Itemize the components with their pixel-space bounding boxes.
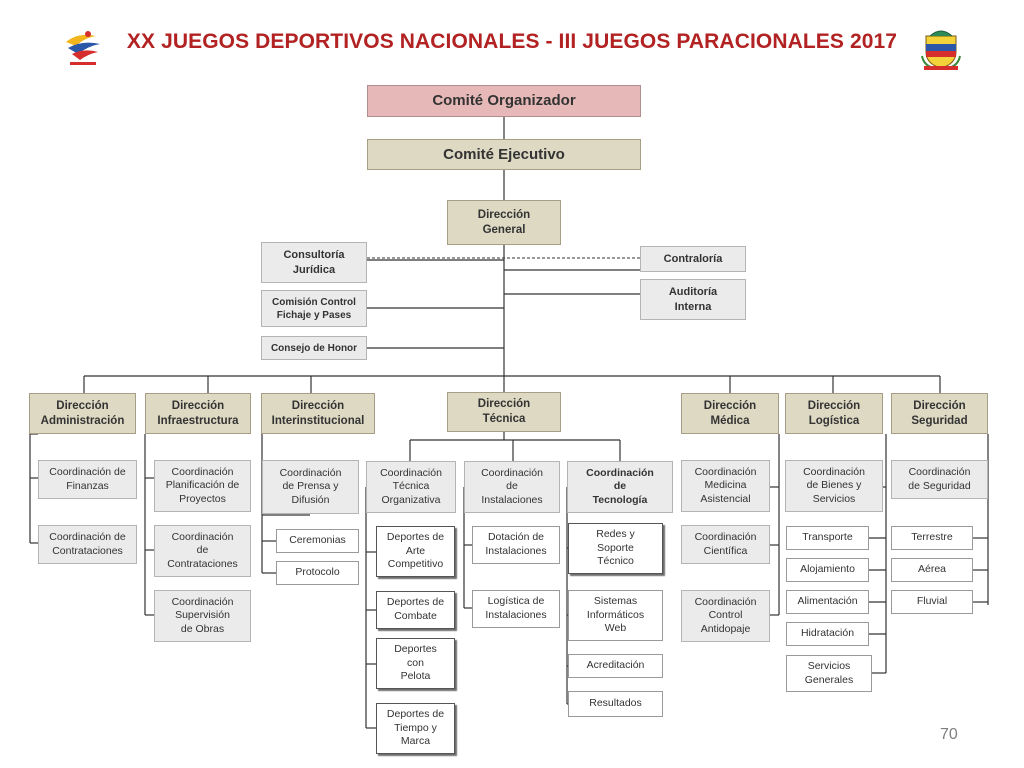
page-number: 70 [940,726,958,743]
servicios-generales-box: Servicios Generales [786,655,872,692]
redes-soporte-box: Redes y Soporte Técnico [568,523,663,574]
games-logo [58,28,108,72]
resultados-box: Resultados [568,691,663,717]
terrestre-box: Terrestre [891,526,973,550]
coordinacion-cientifica-box: Coordinación Científica [681,525,770,564]
coordinacion-contrataciones-infra-box: Coordinación de Contrataciones [154,525,251,577]
coordinacion-instalaciones-box: Coordinación de Instalaciones [464,461,560,513]
coordinacion-tecnica-organizativa-box: Coordinación Técnica Organizativa [366,461,456,513]
fluvial-box: Fluvial [891,590,973,614]
deportes-combate-box: Deportes de Combate [376,591,455,629]
direccion-infraestructura-box: Dirección Infraestructura [145,393,251,434]
logistica-instalaciones-box: Logística de Instalaciones [472,590,560,628]
comite-organizador-box: Comité Organizador [367,85,641,117]
coordinacion-finanzas-box: Coordinación de Finanzas [38,460,137,499]
coordinacion-tecnologia-box: Coordinación de Tecnología [567,461,673,513]
coordinacion-medicina-box: Coordinación Medicina Asistencial [681,460,770,512]
coordinacion-supervision-box: Coordinación Supervisión de Obras [154,590,251,642]
deportes-tiempo-box: Deportes de Tiempo y Marca [376,703,455,754]
coordinacion-seguridad-box: Coordinación de Seguridad [891,460,988,499]
deportes-pelota-box: Deportes con Pelota [376,638,455,689]
coordinacion-contrataciones-box: Coordinación de Contrataciones [38,525,137,564]
sistemas-informaticos-box: Sistemas Informáticos Web [568,590,663,641]
coordinacion-bienes-box: Coordinación de Bienes y Servicios [785,460,883,512]
coat-of-arms-logo [918,26,964,72]
ceremonias-box: Ceremonias [276,529,359,553]
alimentacion-box: Alimentación [786,590,869,614]
hidratacion-box: Hidratación [786,622,869,646]
direccion-logistica-box: Dirección Logística [785,393,883,434]
coordinacion-prensa-box: Coordinación de Prensa y Difusión [262,460,359,514]
dotacion-instalaciones-box: Dotación de Instalaciones [472,526,560,564]
page-title: XX JUEGOS DEPORTIVOS NACIONALES - III JU… [126,30,898,53]
contraloria-box: Contraloría [640,246,746,272]
direccion-general-box: Dirección General [447,200,561,245]
direccion-administracion-box: Dirección Administración [29,393,136,434]
direccion-medica-box: Dirección Médica [681,393,779,434]
coordinacion-antidopaje-box: Coordinación Control Antidopaje [681,590,770,642]
auditoria-interna-box: Auditoría Interna [640,279,746,320]
coordinacion-planificacion-box: Coordinación Planificación de Proyectos [154,460,251,512]
protocolo-box: Protocolo [276,561,359,585]
direccion-interinstitucional-box: Dirección Interinstitucional [261,393,375,434]
alojamiento-box: Alojamiento [786,558,869,582]
consejo-honor-box: Consejo de Honor [261,336,367,360]
deportes-arte-box: Deportes de Arte Competitivo [376,526,455,577]
aerea-box: Aérea [891,558,973,582]
transporte-box: Transporte [786,526,869,550]
consultoria-juridica-box: Consultoría Jurídica [261,242,367,283]
acreditacion-box: Acreditación [568,654,663,678]
comision-control-box: Comisión Control Fichaje y Pases [261,290,367,327]
direccion-seguridad-box: Dirección Seguridad [891,393,988,434]
direccion-tecnica-box: Dirección Técnica [447,392,561,432]
comite-ejecutivo-box: Comité Ejecutivo [367,139,641,170]
